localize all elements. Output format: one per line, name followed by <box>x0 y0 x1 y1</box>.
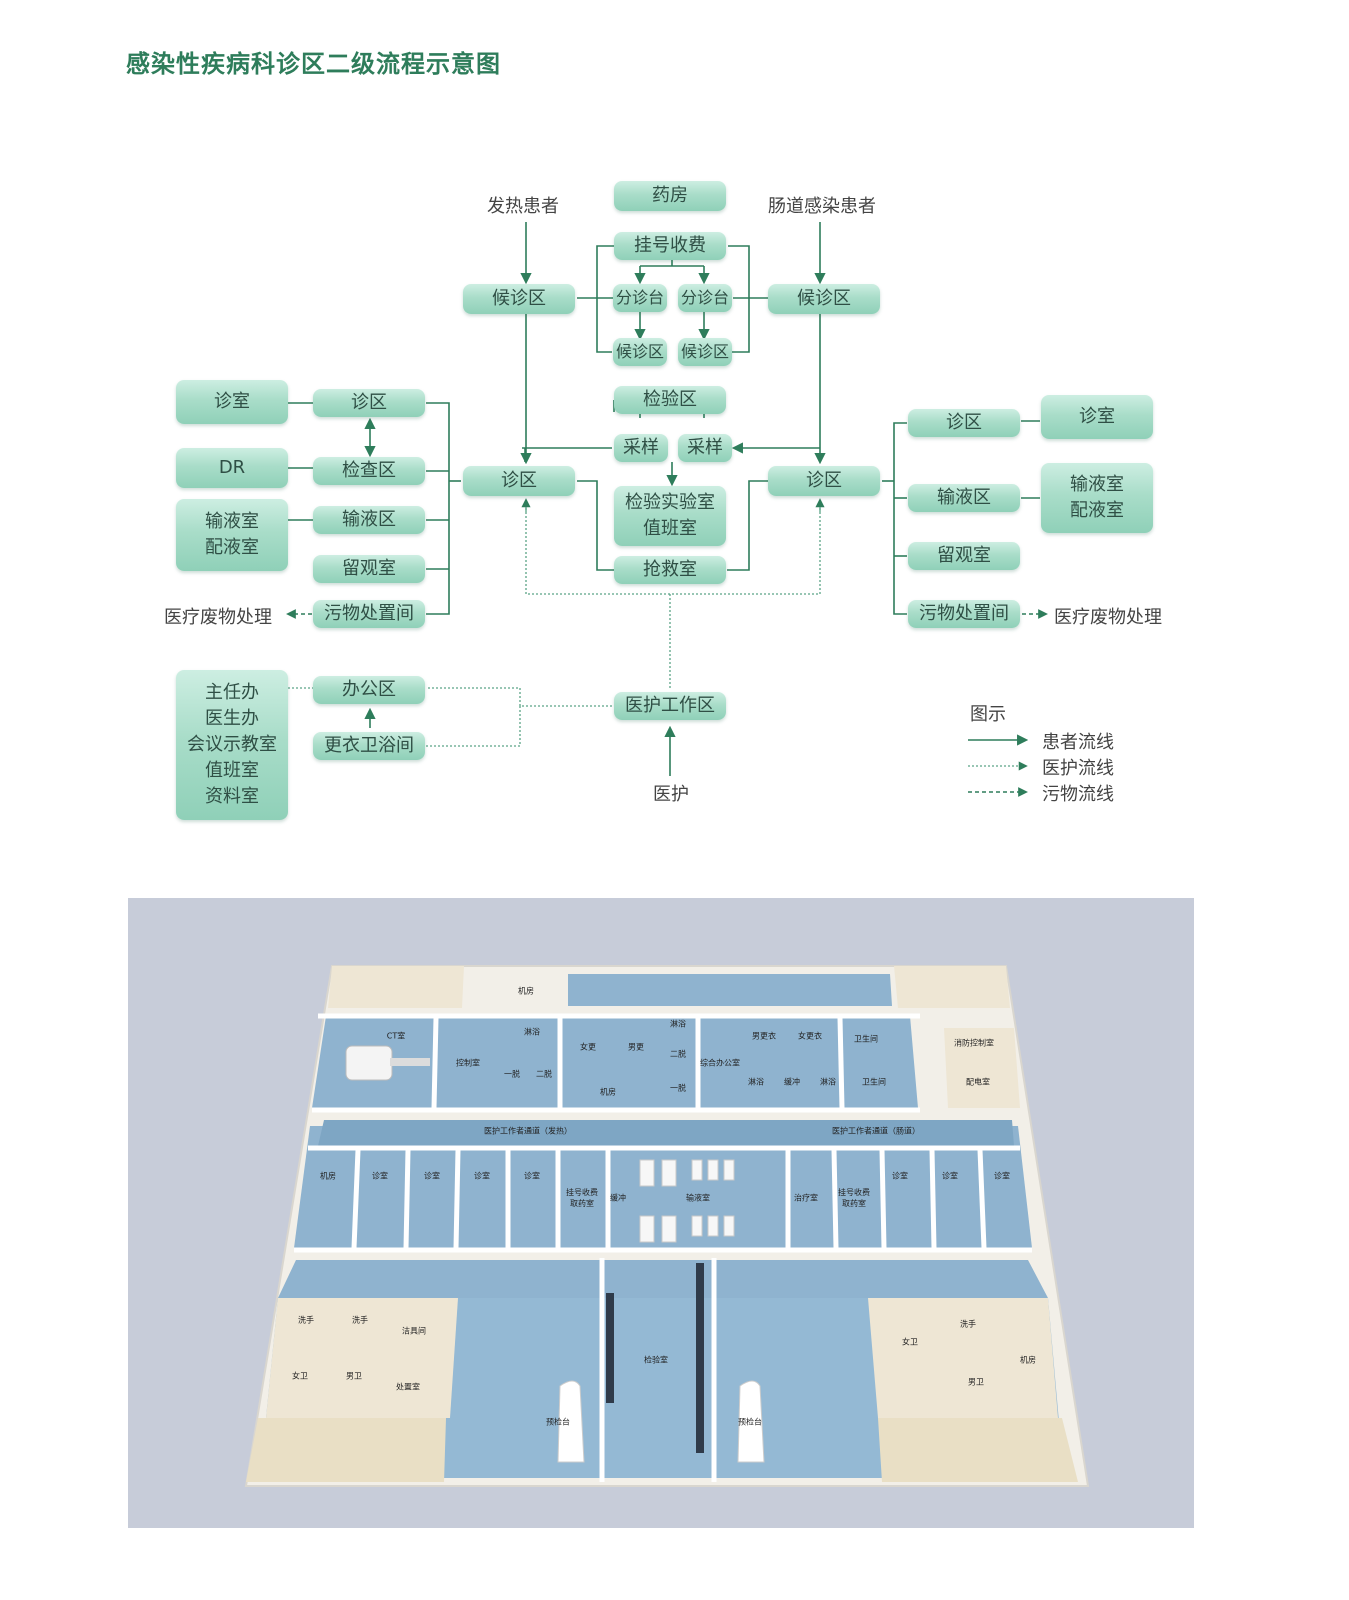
plan-label-exam-6: 诊室 <box>942 1171 958 1181</box>
plan-label-undress1-b: 一脱 <box>670 1083 686 1093</box>
node-lab-area: 检验区 <box>614 386 726 414</box>
plan-label-pharmacy-right: 挂号收费 取药室 <box>838 1188 870 1208</box>
plan-label-shower-c: 淋浴 <box>748 1077 764 1087</box>
plan-label-machine-room-right: 机房 <box>1020 1355 1036 1365</box>
node-sampling-1: 采样 <box>614 434 668 462</box>
medical-waste-right-label: 医疗废物处理 <box>1054 607 1162 628</box>
node-right-exam-room: 诊室 <box>1041 395 1153 439</box>
plan-label-shower-b: 淋浴 <box>670 1019 686 1029</box>
node-rescue: 抢救室 <box>614 556 726 584</box>
node-clinic-right: 诊区 <box>768 466 880 496</box>
plan-label-machine-room-left: 机房 <box>320 1171 336 1181</box>
plan-label-machine-room-mid: 机房 <box>600 1087 616 1097</box>
legend-staff-label: 医护流线 <box>1042 758 1114 779</box>
plan-label-toilet-a: 卫生间 <box>854 1034 878 1044</box>
plan-label-undress2-b: 二脱 <box>670 1049 686 1059</box>
node-offices-list: 主任办 医生办 会议示教室 值班室 资料室 <box>176 670 288 820</box>
node-left-infusion: 输液区 <box>313 506 425 534</box>
plan-label-wash-2: 洗手 <box>352 1315 368 1325</box>
node-left-exam-room: 诊室 <box>176 380 288 424</box>
floor-plan-render: 机房 CT室 控制室 一脱 二脱 淋浴 女更 男更 淋浴 二脱 一脱 综合办公室… <box>128 898 1194 1528</box>
medical-waste-left-label: 医疗废物处理 <box>164 607 272 628</box>
node-left-dr: DR <box>176 448 288 488</box>
floor-plan-svg <box>244 965 1090 1487</box>
plan-label-precheck-right: 预检台 <box>738 1417 762 1427</box>
plan-label-male-locker: 男更衣 <box>752 1031 776 1041</box>
plan-label-power-room: 配电室 <box>966 1077 990 1087</box>
node-right-dirty: 污物处置间 <box>908 600 1020 628</box>
plan-label-staff-corridor-intestinal: 医护工作者通道（肠道） <box>832 1126 920 1136</box>
plan-label-female-locker: 女更衣 <box>798 1031 822 1041</box>
node-staff-work: 医护工作区 <box>614 692 726 720</box>
node-left-zone: 诊区 <box>313 389 425 417</box>
intestinal-patient-label: 肠道感染患者 <box>768 196 876 217</box>
plan-label-undress1-a: 一脱 <box>504 1069 520 1079</box>
legend-waste-label: 污物流线 <box>1042 784 1114 805</box>
node-registration: 挂号收费 <box>614 232 726 260</box>
plan-label-female-wc-left: 女卫 <box>292 1371 308 1381</box>
plan-label-male-wc-right: 男卫 <box>968 1377 984 1387</box>
plan-label-male-change: 男更 <box>628 1042 644 1052</box>
node-left-infusion-rooms: 输液室 配液室 <box>176 499 288 571</box>
node-left-check: 检查区 <box>313 457 425 485</box>
plan-label-exam-7: 诊室 <box>994 1171 1010 1181</box>
plan-label-wash-1: 洗手 <box>298 1315 314 1325</box>
plan-label-exam-2: 诊室 <box>424 1171 440 1181</box>
plan-label-lab: 检验室 <box>644 1355 668 1365</box>
medical-staff-label: 医护 <box>653 784 689 805</box>
plan-label-ct: CT室 <box>386 1031 406 1041</box>
node-right-observe: 留观室 <box>908 542 1020 570</box>
plan-label-buffer-a: 缓冲 <box>784 1077 800 1087</box>
plan-label-exam-3: 诊室 <box>474 1171 490 1181</box>
node-sampling-2: 采样 <box>678 434 732 462</box>
plan-label-disposal: 处置室 <box>396 1382 420 1392</box>
plan-label-pharmacy-left: 挂号收费 取药室 <box>566 1188 598 1208</box>
node-right-infusion: 输液区 <box>908 484 1020 512</box>
plan-label-exam-1: 诊室 <box>372 1171 388 1181</box>
node-triage-2: 分诊台 <box>678 284 732 312</box>
legend-title: 图示 <box>970 704 1006 725</box>
plan-label-janitor: 洁具间 <box>402 1326 426 1336</box>
fever-patient-label: 发热患者 <box>487 196 559 217</box>
plan-label-infusion: 输液室 <box>686 1193 710 1203</box>
plan-label-staff-corridor-fever: 医护工作者通道（发热） <box>484 1126 572 1136</box>
plan-label-undress2-a: 二脱 <box>536 1069 552 1079</box>
node-waiting-right: 候诊区 <box>768 284 880 314</box>
node-lab-room: 检验实验室 值班室 <box>614 486 726 546</box>
node-left-dirty: 污物处置间 <box>313 600 425 628</box>
plan-label-wash-3: 洗手 <box>960 1319 976 1329</box>
plan-label-buffer-b: 缓冲 <box>610 1193 626 1203</box>
node-right-zone: 诊区 <box>908 409 1020 437</box>
node-changing: 更衣卫浴间 <box>313 732 425 760</box>
plan-label-toilet-b: 卫生间 <box>862 1077 886 1087</box>
page-title: 感染性疾病科诊区二级流程示意图 <box>126 50 501 78</box>
plan-label-precheck-left: 预检台 <box>546 1417 570 1427</box>
plan-label-female-change: 女更 <box>580 1042 596 1052</box>
plan-label-fire-control: 消防控制室 <box>954 1038 994 1048</box>
plan-label-exam-4: 诊室 <box>524 1171 540 1181</box>
plan-label-control: 控制室 <box>456 1058 480 1068</box>
plan-label-shower-d: 淋浴 <box>820 1077 836 1087</box>
plan-label-male-wc-left: 男卫 <box>346 1371 362 1381</box>
node-left-observe: 留观室 <box>313 555 425 583</box>
node-pharmacy: 药房 <box>614 181 726 211</box>
node-clinic-left: 诊区 <box>463 466 575 496</box>
plan-label-shower-a: 淋浴 <box>524 1027 540 1037</box>
flow-connectors <box>286 222 1048 797</box>
node-waiting-left: 候诊区 <box>463 284 575 314</box>
plan-label-exam-5: 诊室 <box>892 1171 908 1181</box>
node-triage-1: 分诊台 <box>613 284 667 312</box>
node-waiting-small-2: 候诊区 <box>678 338 732 366</box>
node-office: 办公区 <box>313 676 425 704</box>
node-right-infusion-rooms: 输液室 配液室 <box>1041 463 1153 533</box>
plan-label-treatment: 治疗室 <box>794 1193 818 1203</box>
plan-label-machine-room-top: 机房 <box>518 986 534 996</box>
plan-label-female-wc-right: 女卫 <box>902 1337 918 1347</box>
plan-label-office: 综合办公室 <box>700 1058 740 1068</box>
node-waiting-small-1: 候诊区 <box>613 338 667 366</box>
legend-patient-label: 患者流线 <box>1042 732 1114 753</box>
